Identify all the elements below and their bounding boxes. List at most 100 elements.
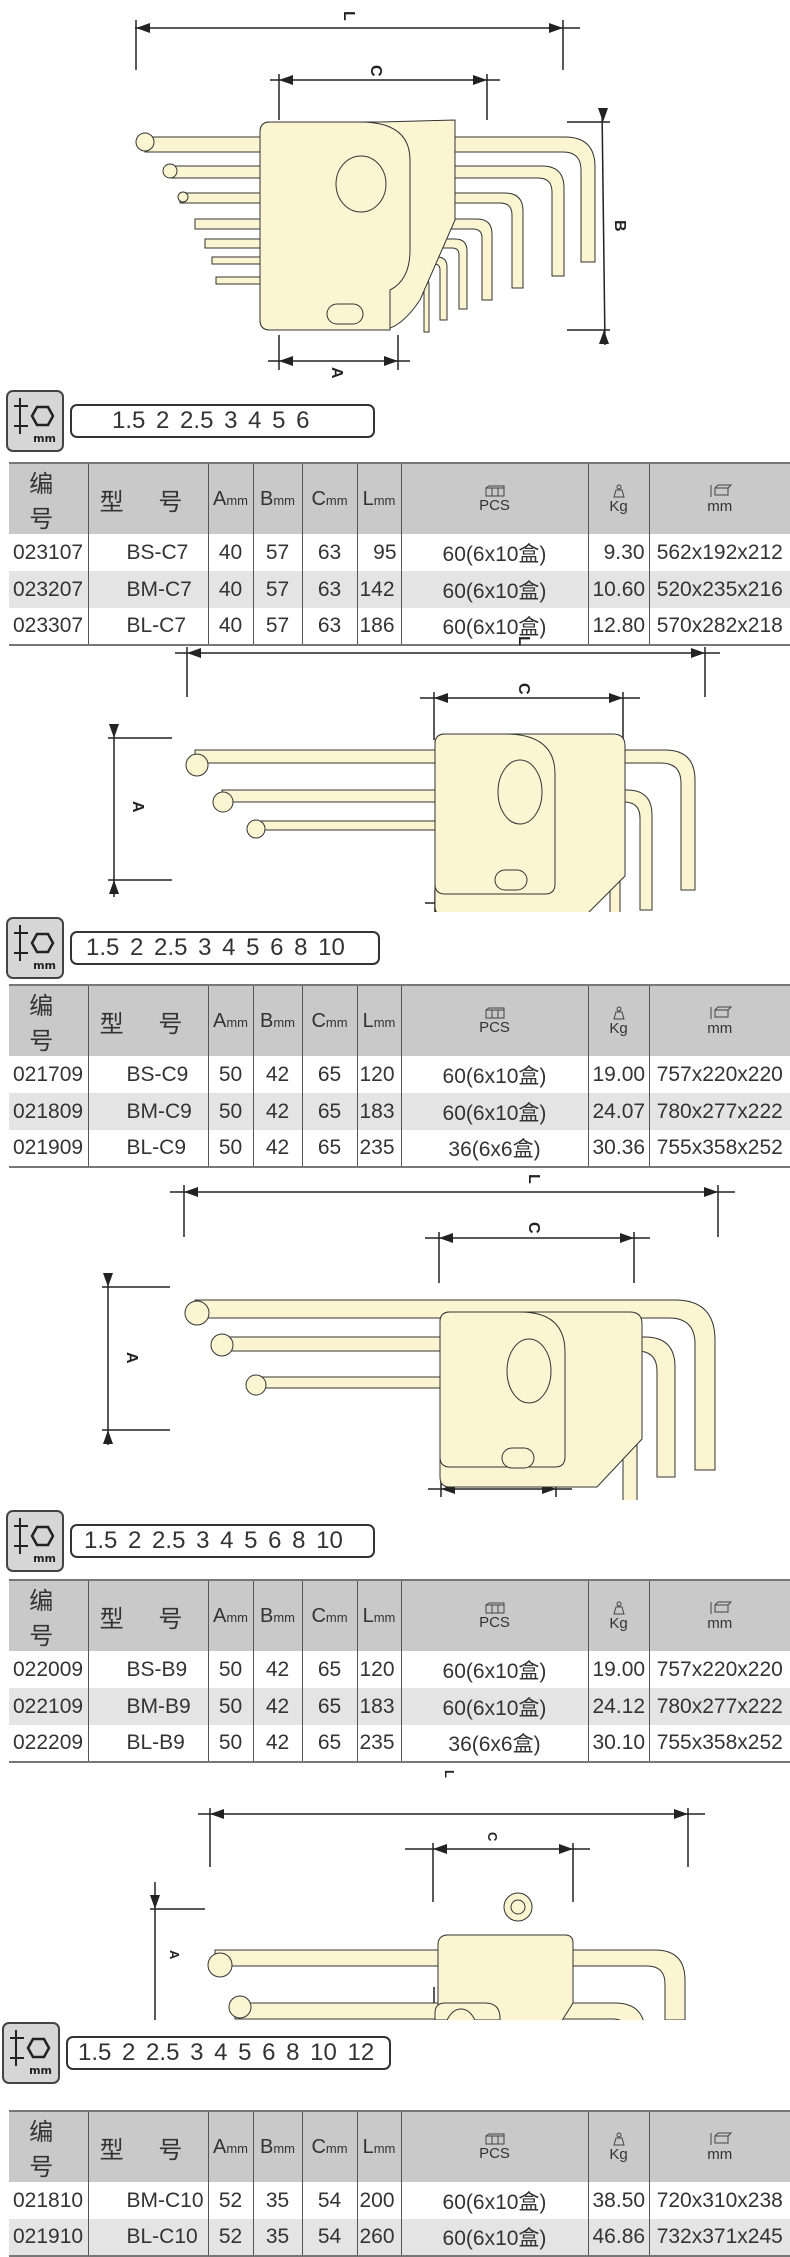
- col-header-kg: Kg: [587, 463, 649, 534]
- hex-sizes-row: mm 1.5 2 2.5 3 4 5 6: [6, 390, 790, 456]
- col-header-pcs: PCS: [400, 1580, 588, 1651]
- cell-model: BS-C7: [87, 534, 208, 571]
- dim-label-a: A: [167, 1950, 182, 1960]
- diagram-set-c9: L C A: [0, 612, 790, 912]
- dim-label-l: L: [515, 636, 532, 646]
- col-header-pcs: PCS: [400, 2111, 588, 2182]
- cell-carton: 780x277x222: [648, 1688, 790, 1725]
- hex-key-size-icon: [14, 398, 55, 434]
- col-header-l: Lmm: [356, 985, 401, 1056]
- weight-icon: [612, 2132, 625, 2146]
- cell-c: 65: [301, 1093, 357, 1130]
- diagram-set-c7: L C B A: [0, 0, 790, 380]
- dim-label-l: L: [442, 1770, 457, 1778]
- spec-table-c7: 编 号 型 号 Amm Bmm Cmm Lmm PCS Kg mm 023107…: [9, 462, 790, 646]
- cell-a: 52: [207, 2219, 253, 2256]
- col-header-pcs: PCS: [400, 463, 588, 534]
- col-header-kg: Kg: [587, 985, 649, 1056]
- col-header-l: Lmm: [356, 2111, 401, 2182]
- hex-sizes-list: 1.5 2 2.5 3 4 5 6 8 10: [70, 1524, 375, 1558]
- cell-code: 021909: [13, 1136, 84, 1159]
- col-header-code: 编 号: [9, 2111, 88, 2182]
- cell-a: 40: [207, 608, 253, 645]
- table-header-row: 编 号 型 号 Amm Bmm Cmm Lmm PCS Kg mm: [9, 1580, 790, 1651]
- col-header-carton: mm: [648, 2111, 790, 2182]
- hex-key-size-icon: [14, 1518, 55, 1554]
- diagram-set-b9: L C A B: [0, 1135, 790, 1500]
- dim-label-l: L: [340, 11, 357, 21]
- cell-pcs: 60(6x10盒): [400, 1056, 588, 1093]
- cell-code: 023107: [13, 540, 84, 564]
- cell-c: 63: [301, 534, 357, 571]
- spec-table-c9: 编 号 型 号 Amm Bmm Cmm Lmm PCS Kg mm 021709…: [9, 984, 790, 1168]
- col-header-model: 型 号: [87, 2111, 208, 2182]
- dim-label-c: C: [485, 1832, 500, 1842]
- hex-key-size-icon: [14, 925, 55, 961]
- spec-table-b9: 编 号 型 号 Amm Bmm Cmm Lmm PCS Kg mm 022009…: [9, 1579, 790, 1763]
- cell-b: 57: [252, 571, 302, 608]
- cell-b: 42: [252, 1130, 302, 1167]
- cell-a: 50: [207, 1725, 253, 1762]
- cell-kg: 19.00: [587, 1651, 649, 1688]
- cell-a: 50: [207, 1651, 253, 1688]
- cell-kg: 12.80: [587, 608, 649, 645]
- cell-b: 35: [252, 2182, 302, 2219]
- cell-c: 54: [301, 2219, 357, 2256]
- carton-boxes-icon: [485, 2133, 504, 2145]
- dim-label-a: A: [123, 1352, 140, 1364]
- carton-dimensions-icon: [710, 2132, 732, 2145]
- col-header-kg: Kg: [587, 1580, 649, 1651]
- cell-kg: 46.86: [587, 2219, 649, 2256]
- dim-label-b: B: [485, 1499, 502, 1500]
- hex-key-set-illustration: [184, 1299, 716, 1500]
- cell-kg: 30.36: [587, 1130, 649, 1167]
- carton-boxes-icon: [485, 485, 504, 497]
- cell-model: BM-C10: [87, 2182, 208, 2219]
- hex-key-set-illustration: [207, 1892, 686, 2020]
- cell-code: 021709: [13, 1062, 84, 1086]
- cell-l: 260: [356, 2219, 401, 2256]
- hex-key-set-illustration: [135, 119, 596, 333]
- cell-code: 021810: [13, 2188, 84, 2212]
- cell-code: 021910: [9, 2219, 88, 2256]
- col-header-code: 编 号: [9, 463, 88, 534]
- hex-sizes-list: 1.5 2 2.5 3 4 5 6 8 10: [70, 931, 380, 965]
- col-header-code: 编 号: [9, 985, 88, 1056]
- col-header-carton: mm: [648, 1580, 790, 1651]
- hex-size-badge: mm: [6, 390, 64, 452]
- cell-a: 40: [207, 571, 253, 608]
- cell-c: 63: [301, 608, 357, 645]
- hex-sizes-list: 1.5 2 2.5 3 4 5 6: [70, 404, 375, 438]
- cell-pcs: 60(6x10盒): [400, 1093, 588, 1130]
- carton-dimensions-icon: [710, 484, 732, 497]
- cell-carton: 780x277x222: [648, 1093, 790, 1130]
- hex-sizes-row: mm 1.5 2 2.5 3 4 5 6 8 10: [6, 1510, 790, 1576]
- col-header-b: Bmm: [252, 1580, 302, 1651]
- weight-icon: [612, 484, 625, 498]
- hex-unit-label: mm: [33, 432, 56, 445]
- col-header-b: Bmm: [252, 463, 302, 534]
- cell-l: 186: [356, 608, 401, 645]
- hex-sizes-row: mm 1.5 2 2.5 3 4 5 6 8 10: [6, 917, 790, 983]
- diagram-set-c10: L C A: [0, 1725, 790, 2020]
- cell-code: 021809: [9, 1093, 88, 1130]
- cell-kg: 24.12: [587, 1688, 649, 1725]
- cell-l: 120: [356, 1651, 401, 1688]
- col-header-carton: mm: [648, 985, 790, 1056]
- table-header-row: 编 号 型 号 Amm Bmm Cmm Lmm PCS Kg mm: [9, 2111, 790, 2182]
- cell-l: 235: [356, 1725, 401, 1762]
- cell-a: 50: [207, 1056, 253, 1093]
- col-header-pcs: PCS: [400, 985, 588, 1056]
- cell-a: 50: [207, 1130, 253, 1167]
- cell-code: 022009: [13, 1657, 84, 1681]
- cell-l: 235: [356, 1130, 401, 1167]
- dim-label-b: B: [611, 220, 628, 232]
- cell-kg: 10.60: [587, 571, 649, 608]
